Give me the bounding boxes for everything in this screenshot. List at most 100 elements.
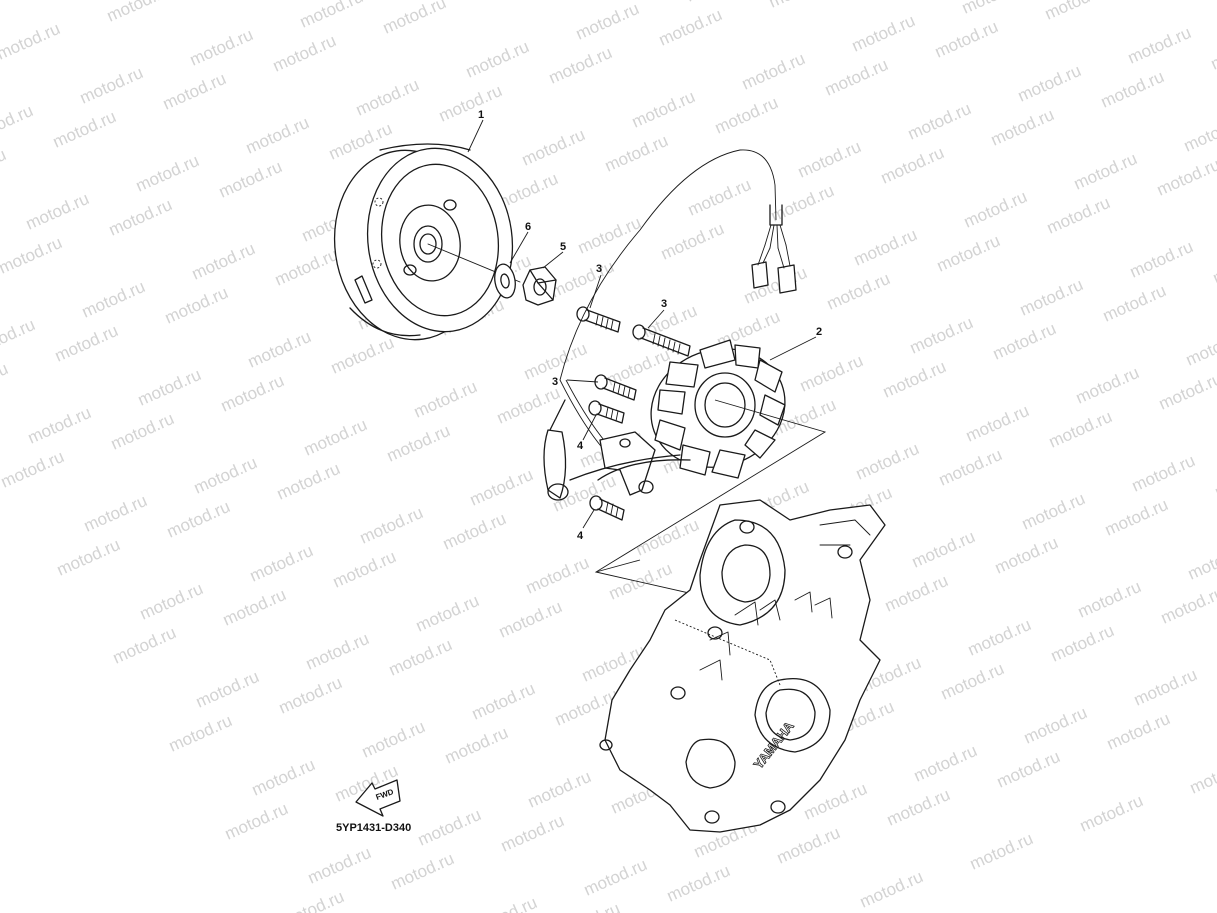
- watermark-text: motod.ru: [0, 315, 38, 360]
- diagram-code: 5YP1431-D340: [336, 822, 411, 834]
- watermark-text: motod.ru: [187, 25, 256, 70]
- watermark-text: motod.ru: [774, 823, 843, 868]
- callout-3c: 3: [552, 376, 558, 388]
- watermark-text: motod.ru: [548, 257, 617, 302]
- callouts: 1 2 3 3 3 4 4 5 6: [467, 109, 822, 542]
- rotor-part-1[interactable]: [323, 139, 525, 350]
- watermark-text: motod.ru: [133, 151, 202, 196]
- watermark-text: motod.ru: [965, 615, 1034, 660]
- watermark-text: motod.ru: [739, 49, 808, 94]
- watermark-text: motod.ru: [932, 17, 1001, 62]
- watermark-text: motod.ru: [440, 509, 509, 554]
- alignment-leader-lines: [594, 399, 827, 601]
- watermark-text: motod.ru: [1131, 665, 1200, 710]
- watermark-text: motod.ru: [990, 319, 1059, 364]
- screw-part-3-lower[interactable]: [594, 374, 637, 401]
- watermark-text: motod.ru: [189, 239, 258, 284]
- washer-part-6[interactable]: [492, 263, 518, 300]
- callout-1: 1: [478, 109, 484, 121]
- watermark-text: motod.ru: [523, 553, 592, 598]
- watermark-text: motod.ru: [23, 189, 92, 234]
- watermark-text: motod.ru: [25, 403, 94, 448]
- watermark-text: motod.ru: [575, 213, 644, 258]
- watermark-text: motod.ru: [0, 19, 63, 64]
- watermark-text: motod.ru: [164, 497, 233, 542]
- watermark-text: motod.ru: [104, 0, 173, 26]
- watermark-text: motod.ru: [0, 145, 9, 190]
- watermark-text: motod.ru: [581, 855, 650, 900]
- watermark-text: motod.ru: [1210, 243, 1217, 288]
- watermark-text: motod.ru: [766, 0, 835, 12]
- watermark-text: motod.ru: [1042, 0, 1111, 24]
- watermark-text: motod.ru: [905, 99, 974, 144]
- watermark-text: motod.ru: [573, 0, 642, 44]
- stator-assembly-part-2[interactable]: [543, 149, 802, 501]
- watermark-text: motod.ru: [1048, 621, 1117, 666]
- watermark-text: motod.ru: [305, 843, 374, 888]
- watermark-text: motod.ru: [963, 401, 1032, 446]
- watermark-text: motod.ru: [882, 571, 951, 616]
- watermark-text: motod.ru: [1071, 149, 1140, 194]
- watermark-text: motod.ru: [1021, 703, 1090, 748]
- watermark-text: motod.ru: [685, 175, 754, 220]
- watermark-text: motod.ru: [463, 37, 532, 82]
- watermark-text: motod.ru: [1183, 325, 1217, 370]
- watermark-text: motod.ru: [0, 233, 65, 278]
- watermark-text: motod.ru: [303, 629, 372, 674]
- watermark-text: motod.ru: [442, 723, 511, 768]
- watermark-text: motod.ru: [245, 327, 314, 372]
- callout-2: 2: [816, 326, 822, 338]
- watermark-text: motod.ru: [243, 113, 312, 158]
- screw-part-4-lower[interactable]: [589, 495, 625, 521]
- watermark-text: motod.ru: [353, 75, 422, 120]
- watermark-text: motod.ru: [884, 785, 953, 830]
- watermark-text: motod.ru: [633, 515, 702, 560]
- watermark-text: motod.ru: [415, 805, 484, 850]
- watermark-text: motod.ru: [54, 535, 123, 580]
- watermark-text: motod.ru: [712, 93, 781, 138]
- watermark-text: motod.ru: [81, 491, 150, 536]
- watermark-text: motod.ru: [658, 219, 727, 264]
- watermark-text: motod.ru: [961, 187, 1030, 232]
- screw-part-4-upper[interactable]: [588, 400, 625, 424]
- watermark-text: motod.ru: [1125, 23, 1194, 68]
- watermark-text: motod.ru: [629, 87, 698, 132]
- watermark-text: motod.ru: [193, 667, 262, 712]
- watermark-text: motod.ru: [768, 181, 837, 226]
- watermark-text: motod.ru: [1075, 577, 1144, 622]
- watermark-text: motod.ru: [108, 409, 177, 454]
- watermark-text: motod.ru: [795, 137, 864, 182]
- callout-4a: 4: [577, 440, 584, 452]
- callout-6: 6: [525, 221, 531, 233]
- watermark-text: motod.ru: [959, 0, 1028, 18]
- watermark-text: motod.ru: [1127, 237, 1196, 282]
- callout-5: 5: [560, 241, 566, 253]
- watermark-text: motod.ru: [357, 503, 426, 548]
- watermark-text: motod.ru: [388, 849, 457, 894]
- fwd-arrow-icon: [355, 779, 401, 817]
- watermark-text: motod.ru: [270, 31, 339, 76]
- watermark-text: motod.ru: [1158, 583, 1217, 628]
- watermark-text: motod.ru: [110, 623, 179, 668]
- watermark-text: motod.ru: [824, 269, 893, 314]
- watermark-text: motod.ru: [160, 69, 229, 114]
- watermark-text: motod.ru: [857, 867, 926, 912]
- callout-3b: 3: [661, 298, 667, 310]
- watermark-text: motod.ru: [222, 799, 291, 844]
- watermark-text: motod.ru: [602, 131, 671, 176]
- screw-part-3-upper[interactable]: [576, 306, 621, 333]
- watermark-text: motod.ru: [822, 55, 891, 100]
- watermark-text: motod.ru: [1098, 67, 1167, 112]
- watermark-text: motod.ru: [554, 899, 623, 913]
- watermark-text: motod.ru: [274, 459, 343, 504]
- watermark-text: motod.ru: [878, 143, 947, 188]
- watermark-text: motod.ru: [79, 277, 148, 322]
- watermark-text: motod.ru: [1046, 407, 1115, 452]
- watermark-text: motod.ru: [498, 811, 567, 856]
- nut-part-5[interactable]: [522, 266, 557, 306]
- watermark-text: motod.ru: [301, 415, 370, 460]
- screw-part-3-middle[interactable]: [632, 324, 691, 357]
- watermark-text: motod.ru: [380, 0, 449, 38]
- watermark-text: motod.ru: [1212, 457, 1217, 502]
- watermark-text: motod.ru: [162, 283, 231, 328]
